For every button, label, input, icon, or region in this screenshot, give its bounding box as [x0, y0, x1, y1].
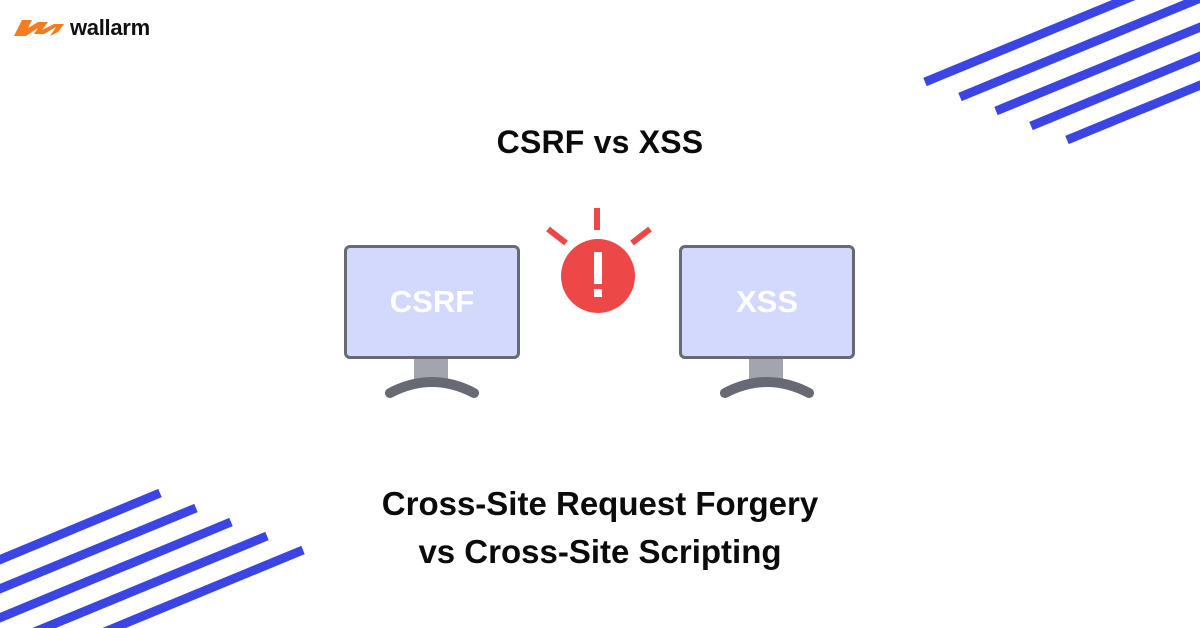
subtitle-line-2: vs Cross-Site Scripting [418, 533, 782, 570]
monitor-screen: CSRF [344, 245, 520, 359]
decorative-stripes-top-right [923, 0, 1200, 145]
subtitle: Cross-Site Request Forgery vs Cross-Site… [0, 480, 1200, 576]
monitor-stand-icon [720, 377, 814, 398]
csrf-monitor: CSRF [344, 245, 520, 398]
decorative-stripes-bottom-left [0, 488, 305, 628]
brand-name: wallarm [70, 14, 150, 40]
brand-logo: wallarm [14, 14, 150, 41]
xss-monitor: XSS [679, 245, 855, 398]
monitor-neck [749, 359, 783, 379]
alert-exclamation-icon [546, 208, 652, 313]
wallarm-logo-icon [14, 14, 64, 41]
monitor-label: CSRF [389, 284, 475, 319]
monitor-label: XSS [735, 284, 799, 319]
subtitle-line-1: Cross-Site Request Forgery [381, 485, 819, 522]
monitor-stand-icon [385, 377, 479, 398]
monitor-screen: XSS [679, 245, 855, 359]
monitor-neck [414, 359, 448, 379]
page-title: CSRF vs XSS [496, 124, 704, 160]
